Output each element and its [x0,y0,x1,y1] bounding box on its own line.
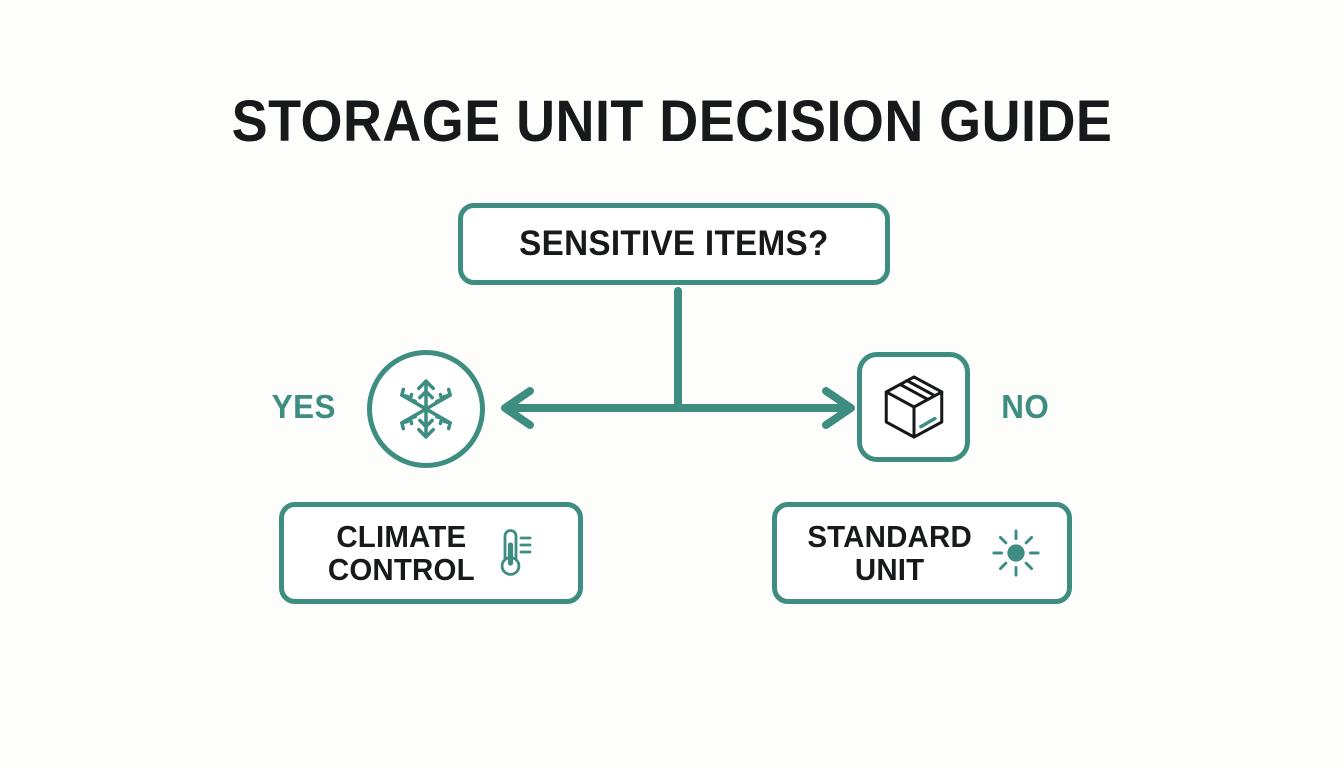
branch-icon-node-no[interactable] [857,352,970,462]
arrowhead-right [822,387,855,429]
outcome-node-climate-control[interactable]: CLIMATE CONTROL [279,502,583,604]
branch-label-no: NO [1001,388,1050,425]
arrowhead-left [501,387,534,429]
package-box-icon [877,370,951,444]
decision-node-sensitive-items[interactable]: SENSITIVE ITEMS? [458,203,890,285]
outcome-label-climate-control: CLIMATE CONTROL [327,518,475,587]
snowflake-icon [393,376,459,442]
page-title: STORAGE UNIT DECISION GUIDE [231,89,1113,154]
sun-icon [991,528,1041,578]
outcome-node-standard-unit[interactable]: STANDARD UNIT [772,502,1072,604]
branch-label-yes: YES [271,388,336,425]
branch-icon-node-yes[interactable] [367,350,485,468]
thermometer-icon [492,525,538,581]
decision-node-label: SENSITIVE ITEMS? [519,224,829,264]
outcome-label-standard-unit: STANDARD UNIT [807,518,973,587]
